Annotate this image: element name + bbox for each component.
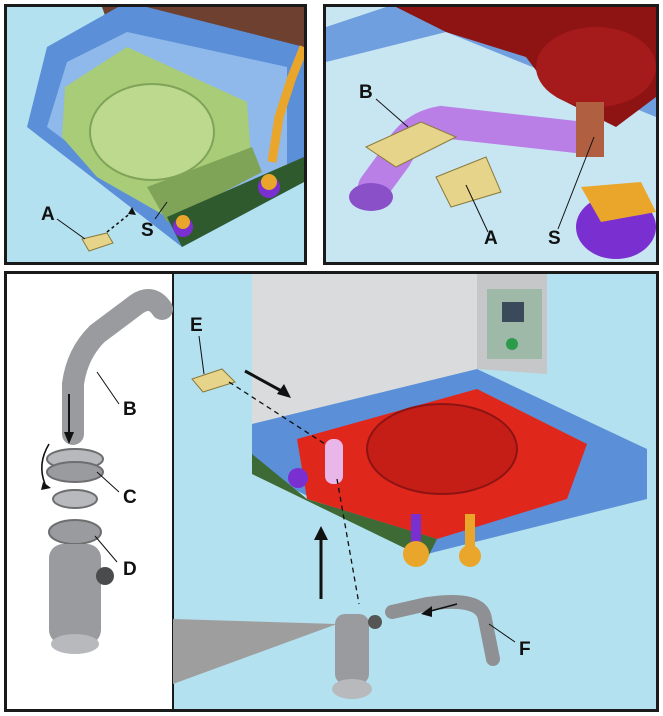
leader-b [96,371,120,405]
assembly-arrow [128,207,136,215]
leader-e [198,335,205,375]
panel-top-right: B A S [323,4,659,265]
leader-d [94,535,118,563]
label-b: B [359,82,373,103]
display-screen [502,302,524,322]
status-light [506,338,518,350]
pipe-purple [411,514,421,554]
leader-a [465,184,489,233]
boiler-underside-illustration [27,7,304,252]
label-f: F [519,639,531,660]
gas-pipe [267,45,304,163]
exchanger-outlet [147,147,262,222]
bracket-a-tab [435,156,502,208]
exchanger-cover [366,403,518,495]
panel-top-left: A S [4,4,307,265]
panel-bottom: B C D E F [4,271,659,712]
fitting-yellow-left [176,215,190,229]
fitting-yellow-right [261,174,277,190]
assembly-dash-line [106,211,133,233]
exchanger-cover [89,83,215,181]
pipe-arrow-head [421,606,432,617]
siphon-cap [332,679,372,699]
fitting-yellow [581,182,656,222]
label-c: C [123,487,137,508]
siphon-port-left [96,567,114,585]
base-plate [252,454,437,559]
clip-e [191,368,236,393]
condensate-outlet [325,439,343,484]
label-d: D [123,559,137,580]
siphon-port [368,615,382,629]
label-b: B [123,399,137,420]
condensate-pipe-closeup [326,7,656,262]
bellows-s [576,102,604,157]
leader-b [375,98,409,128]
label-s: S [141,220,154,241]
label-a: A [484,228,498,249]
label-s: S [548,228,561,249]
siphon-installation-diagram [41,274,656,709]
bracket-a [81,232,114,252]
siphon-pipe-b [62,289,173,445]
rotate-arrow [41,443,50,485]
bracket-a [364,121,458,168]
seal-d [48,519,102,545]
drain-pipe-f [385,594,500,666]
siphon-cap-left [51,634,99,654]
pipe-end [349,183,393,211]
fitting-yellow-1 [403,541,429,567]
siphon-body-left [49,544,101,644]
label-a: A [41,204,55,225]
fitting-yellow-2 [459,545,481,567]
fitting-purple [288,468,308,488]
exchanger-dome [536,27,656,107]
rotate-arrow-head [41,482,51,490]
leader-s [557,136,595,230]
leader-s [154,201,168,220]
clip-dash-line [228,381,326,445]
wedge-shadow [173,619,337,684]
washer [52,489,98,509]
siphon-dash-line [336,478,360,605]
nut-c-lower [46,461,104,483]
leader-c [96,471,120,493]
lift-arrow-head [314,526,328,540]
insert-arrow-head [64,432,74,444]
leader-f [488,623,516,643]
leader-a [56,218,86,240]
clip-arrow-head [277,384,291,398]
casing-front [252,274,477,439]
siphon-body [335,614,369,684]
gas-pipe [465,514,475,559]
label-e: E [190,315,203,336]
